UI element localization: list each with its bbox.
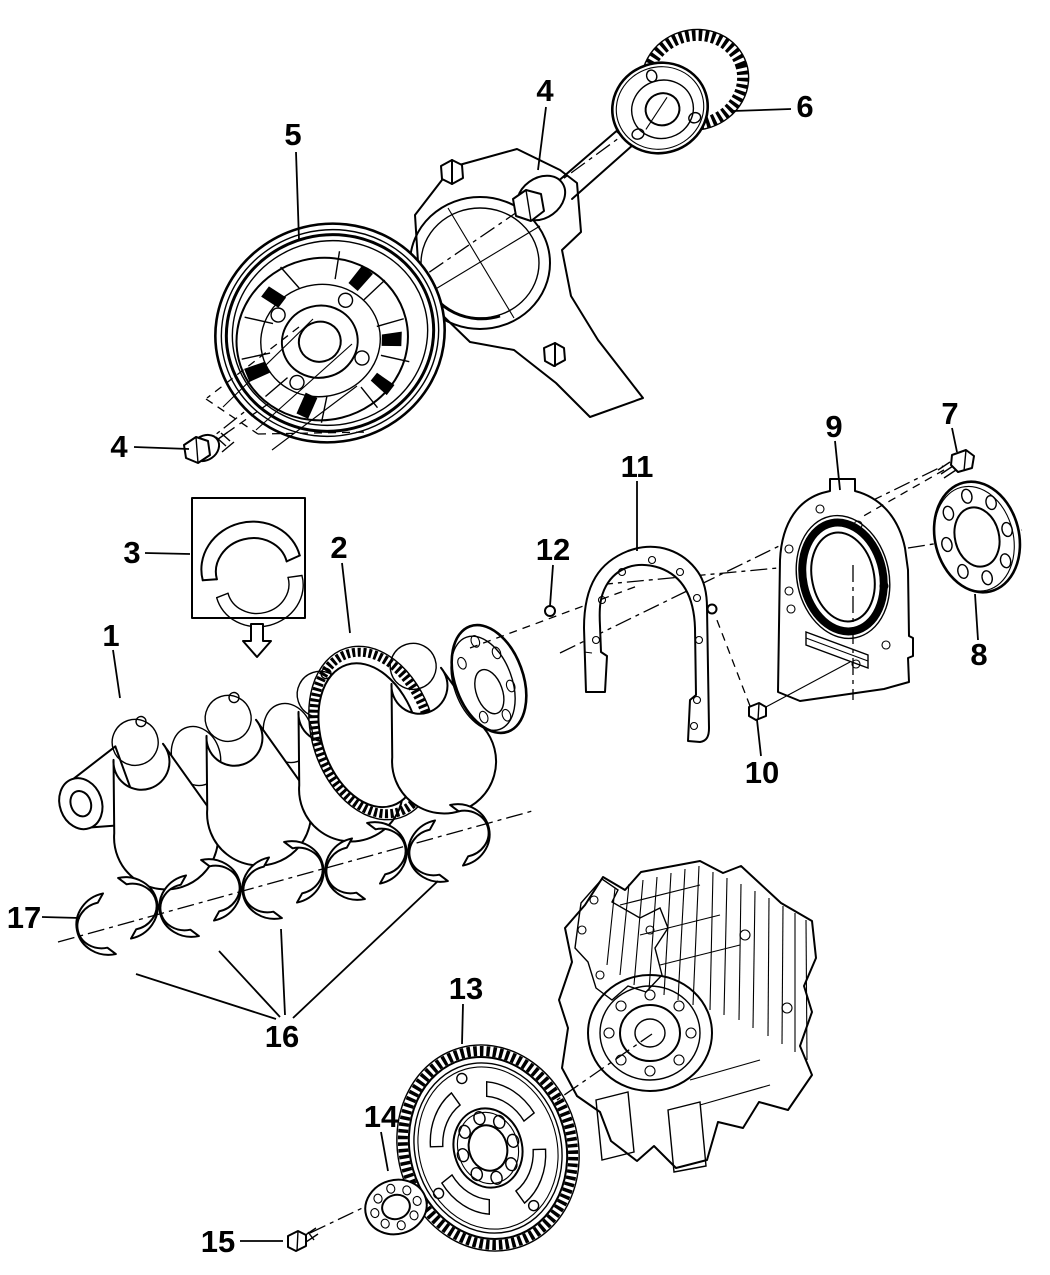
- callout-label-13[interactable]: 13: [449, 971, 483, 1006]
- block-hatching: [606, 865, 808, 1106]
- block-crank-boss: [587, 974, 713, 1092]
- timing-cover-bracket: [409, 148, 644, 418]
- flexplate-bolt: [287, 1227, 319, 1252]
- engine-block-illustration: [558, 860, 817, 1173]
- main-bearing-pair: [407, 803, 491, 883]
- leader-line: [537, 106, 547, 171]
- callout-label-17[interactable]: 17: [7, 900, 41, 935]
- leader-line: [41, 916, 81, 919]
- leader-line: [951, 427, 958, 453]
- callout-label-7[interactable]: 7: [941, 396, 958, 431]
- rear-main-seal-retainer: [777, 478, 914, 702]
- leader-line: [380, 1131, 389, 1172]
- callout-label-9[interactable]: 9: [825, 409, 842, 444]
- leader-line: [135, 973, 277, 1020]
- crankshaft-timing-sprocket: [610, 28, 750, 155]
- leader-line: [295, 151, 300, 241]
- callout-label-10[interactable]: 10: [745, 755, 779, 790]
- callout-label-15[interactable]: 15: [201, 1224, 235, 1259]
- leader-line: [133, 446, 190, 450]
- small-hex-bolt: [183, 403, 269, 464]
- pulley-ghost-lines: [205, 318, 371, 451]
- thrust-bearing-box: [191, 497, 306, 658]
- rear-seal-gasket: [583, 545, 710, 743]
- crankshaft-rear-flange: [450, 623, 528, 735]
- main-bearing-pair: [75, 876, 159, 956]
- crankshaft: [58, 623, 528, 891]
- main-bearing-pair: [158, 858, 242, 938]
- bolt7-axis: [559, 465, 944, 654]
- thrust-bearing-set: [200, 520, 304, 628]
- callout-label-12[interactable]: 12: [536, 532, 570, 567]
- retainer-bolt-7: [859, 449, 975, 519]
- crankshaft-damper: [214, 222, 446, 444]
- leader-line: [461, 1003, 464, 1045]
- callout-label-11[interactable]: 11: [621, 449, 654, 484]
- leader-line: [218, 950, 281, 1018]
- pulley-spokes: [241, 251, 410, 423]
- leader-line: [292, 880, 439, 1019]
- retainer-bolt-10: [706, 603, 851, 721]
- callout-label-8[interactable]: 8: [970, 637, 987, 672]
- callout-label-2[interactable]: 2: [330, 530, 347, 565]
- callout-label-1[interactable]: 1: [102, 618, 119, 653]
- seal-guard-plate: [932, 480, 1022, 594]
- leader-line: [144, 552, 191, 555]
- callout-label-4[interactable]: 4: [536, 73, 554, 108]
- down-arrow-icon: [242, 623, 272, 658]
- leader-line: [112, 649, 121, 699]
- callout-label-16[interactable]: 16: [265, 1019, 299, 1054]
- bracket-stud-icon: [543, 342, 566, 367]
- rear-seal-assembly: [559, 449, 1023, 743]
- leader-line: [549, 564, 554, 607]
- leader-line: [974, 593, 979, 641]
- main-bearing-pair: [324, 821, 408, 901]
- callout-label-14[interactable]: 14: [364, 1099, 399, 1134]
- leader-line: [732, 108, 792, 112]
- leader-line: [280, 928, 286, 1016]
- flexplate-spacer: [364, 1178, 428, 1236]
- main-bearing-set: [57, 803, 537, 956]
- bracket-stud-icon: [440, 159, 464, 185]
- callout-label-6[interactable]: 6: [796, 89, 813, 124]
- leader-line: [834, 440, 841, 491]
- leader-line: [341, 562, 351, 634]
- callout-label-4[interactable]: 4: [110, 429, 128, 464]
- main-bearing-pair: [241, 840, 325, 920]
- callout-label-3[interactable]: 3: [123, 535, 140, 570]
- leader-line: [756, 719, 762, 757]
- callout-label-5[interactable]: 5: [284, 117, 301, 152]
- pulley-spoke-shadows: [244, 265, 402, 419]
